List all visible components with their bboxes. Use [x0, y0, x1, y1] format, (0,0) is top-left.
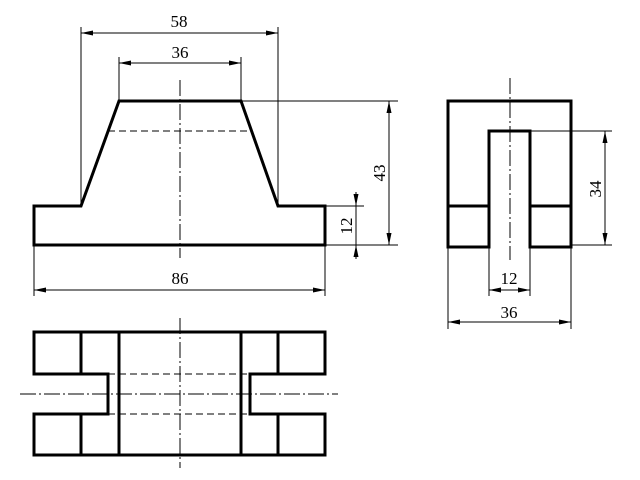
dimension-label-43: 43 [370, 165, 389, 182]
top-view [20, 318, 338, 468]
dimension-label-58: 58 [171, 12, 188, 31]
dimension-36-top: 36 [118, 43, 242, 101]
dimension-label-36-top: 36 [172, 43, 189, 62]
dimension-12-width: 12 [488, 247, 531, 296]
dimension-34: 34 [530, 130, 612, 246]
dimension-label-34: 34 [586, 180, 605, 198]
side-view: 34 12 36 [446, 78, 612, 329]
dimension-label-36-side: 36 [501, 303, 518, 322]
dimension-label-12-height: 12 [337, 218, 356, 235]
dimension-86: 86 [33, 245, 326, 296]
front-view: 58 36 43 12 [32, 12, 398, 296]
dimension-label-86: 86 [172, 269, 189, 288]
dimension-36-side: 36 [447, 247, 572, 329]
dimension-12-height: 12 [325, 192, 364, 259]
dimension-43: 43 [241, 100, 398, 246]
dimension-58: 58 [80, 12, 279, 206]
dimension-label-12-width: 12 [501, 269, 518, 288]
